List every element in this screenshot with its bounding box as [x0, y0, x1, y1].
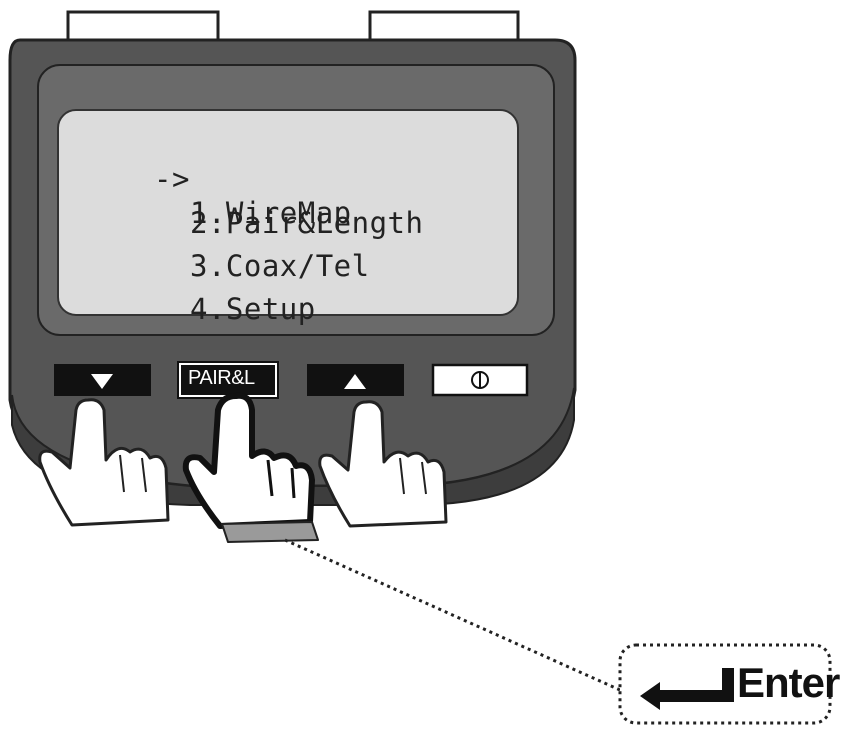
selection-marker: ->: [154, 162, 190, 196]
menu-item-coax-tel: 3.Coax/Tel: [0, 215, 848, 283]
menu-item-setup: 4.Setup: [0, 258, 848, 326]
pair-length-button-label: PAIR&L: [188, 367, 255, 389]
menu-item-label: 2.Pair&Length: [190, 206, 424, 240]
menu-item-label: 1.WireMap: [190, 196, 352, 230]
enter-label: Enter: [737, 659, 840, 706]
lcd-screen: [57, 109, 519, 316]
up-triangle-icon: [344, 374, 366, 389]
power-icon: [471, 371, 489, 389]
up-button[interactable]: [307, 364, 404, 396]
menu-item-label: 3.Coax/Tel: [190, 249, 370, 283]
hand-left: [38, 398, 170, 527]
device-top-tab-left: [66, 10, 220, 40]
menu-item-pair-length: 2.Pair&Length: [0, 172, 848, 240]
callout-leader-line: [284, 538, 621, 692]
device-top-tab-right: [368, 10, 520, 40]
hand-middle: [182, 392, 319, 543]
menu-item-wiremap: -> 1.WireMap: [0, 128, 848, 230]
down-triangle-icon: [91, 374, 113, 389]
hand-right: [318, 400, 448, 528]
menu-item-label: 4.Setup: [190, 292, 316, 326]
pair-length-button[interactable]: [179, 363, 277, 397]
enter-arrow-icon: [640, 668, 734, 710]
